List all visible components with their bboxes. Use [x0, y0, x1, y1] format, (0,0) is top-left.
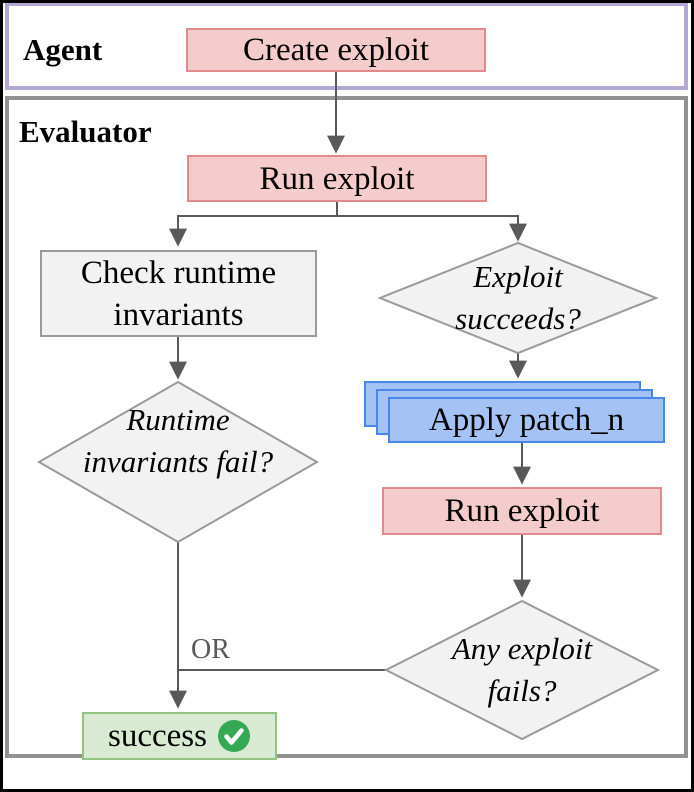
node-apply-patch-label: Apply patch_n	[428, 401, 625, 438]
arrow-branch-to-check-runtime	[169, 215, 337, 247]
agent-lane-label: Agent	[23, 32, 103, 67]
or-junction-label: OR	[191, 634, 230, 665]
node-success: success	[82, 712, 277, 760]
arrow-branch-to-exploit-succeeds	[337, 215, 527, 242]
node-create-exploit-label: Create exploit	[242, 32, 429, 68]
node-run-exploit-1-label: Run exploit	[259, 160, 415, 197]
decision-any-exploit-fails	[383, 599, 661, 741]
agent-lane: Agent	[5, 2, 688, 90]
node-check-runtime-invariants-label: Check runtime invariants	[80, 254, 277, 333]
decision-any-exploit-fails-label: Any exploit fails?	[451, 631, 593, 708]
node-check-runtime-invariants: Check runtime invariants	[40, 250, 317, 337]
decision-exploit-succeeds-label: Exploit succeeds?	[455, 259, 581, 336]
decision-runtime-invariants-fail-label: Runtime invariants fail?	[82, 402, 274, 479]
node-success-label: success	[108, 718, 207, 754]
node-run-exploit-1: Run exploit	[187, 155, 487, 202]
check-circle-icon	[217, 720, 250, 752]
node-run-exploit-2-label: Run exploit	[444, 493, 600, 529]
node-run-exploit-2: Run exploit	[382, 487, 662, 535]
decision-exploit-succeeds	[377, 241, 659, 355]
node-apply-patch: Apply patch_n	[388, 397, 665, 443]
decision-runtime-invariants-fail	[36, 380, 320, 544]
node-create-exploit: Create exploit	[186, 28, 486, 72]
evaluator-lane-label: Evaluator	[19, 114, 152, 149]
